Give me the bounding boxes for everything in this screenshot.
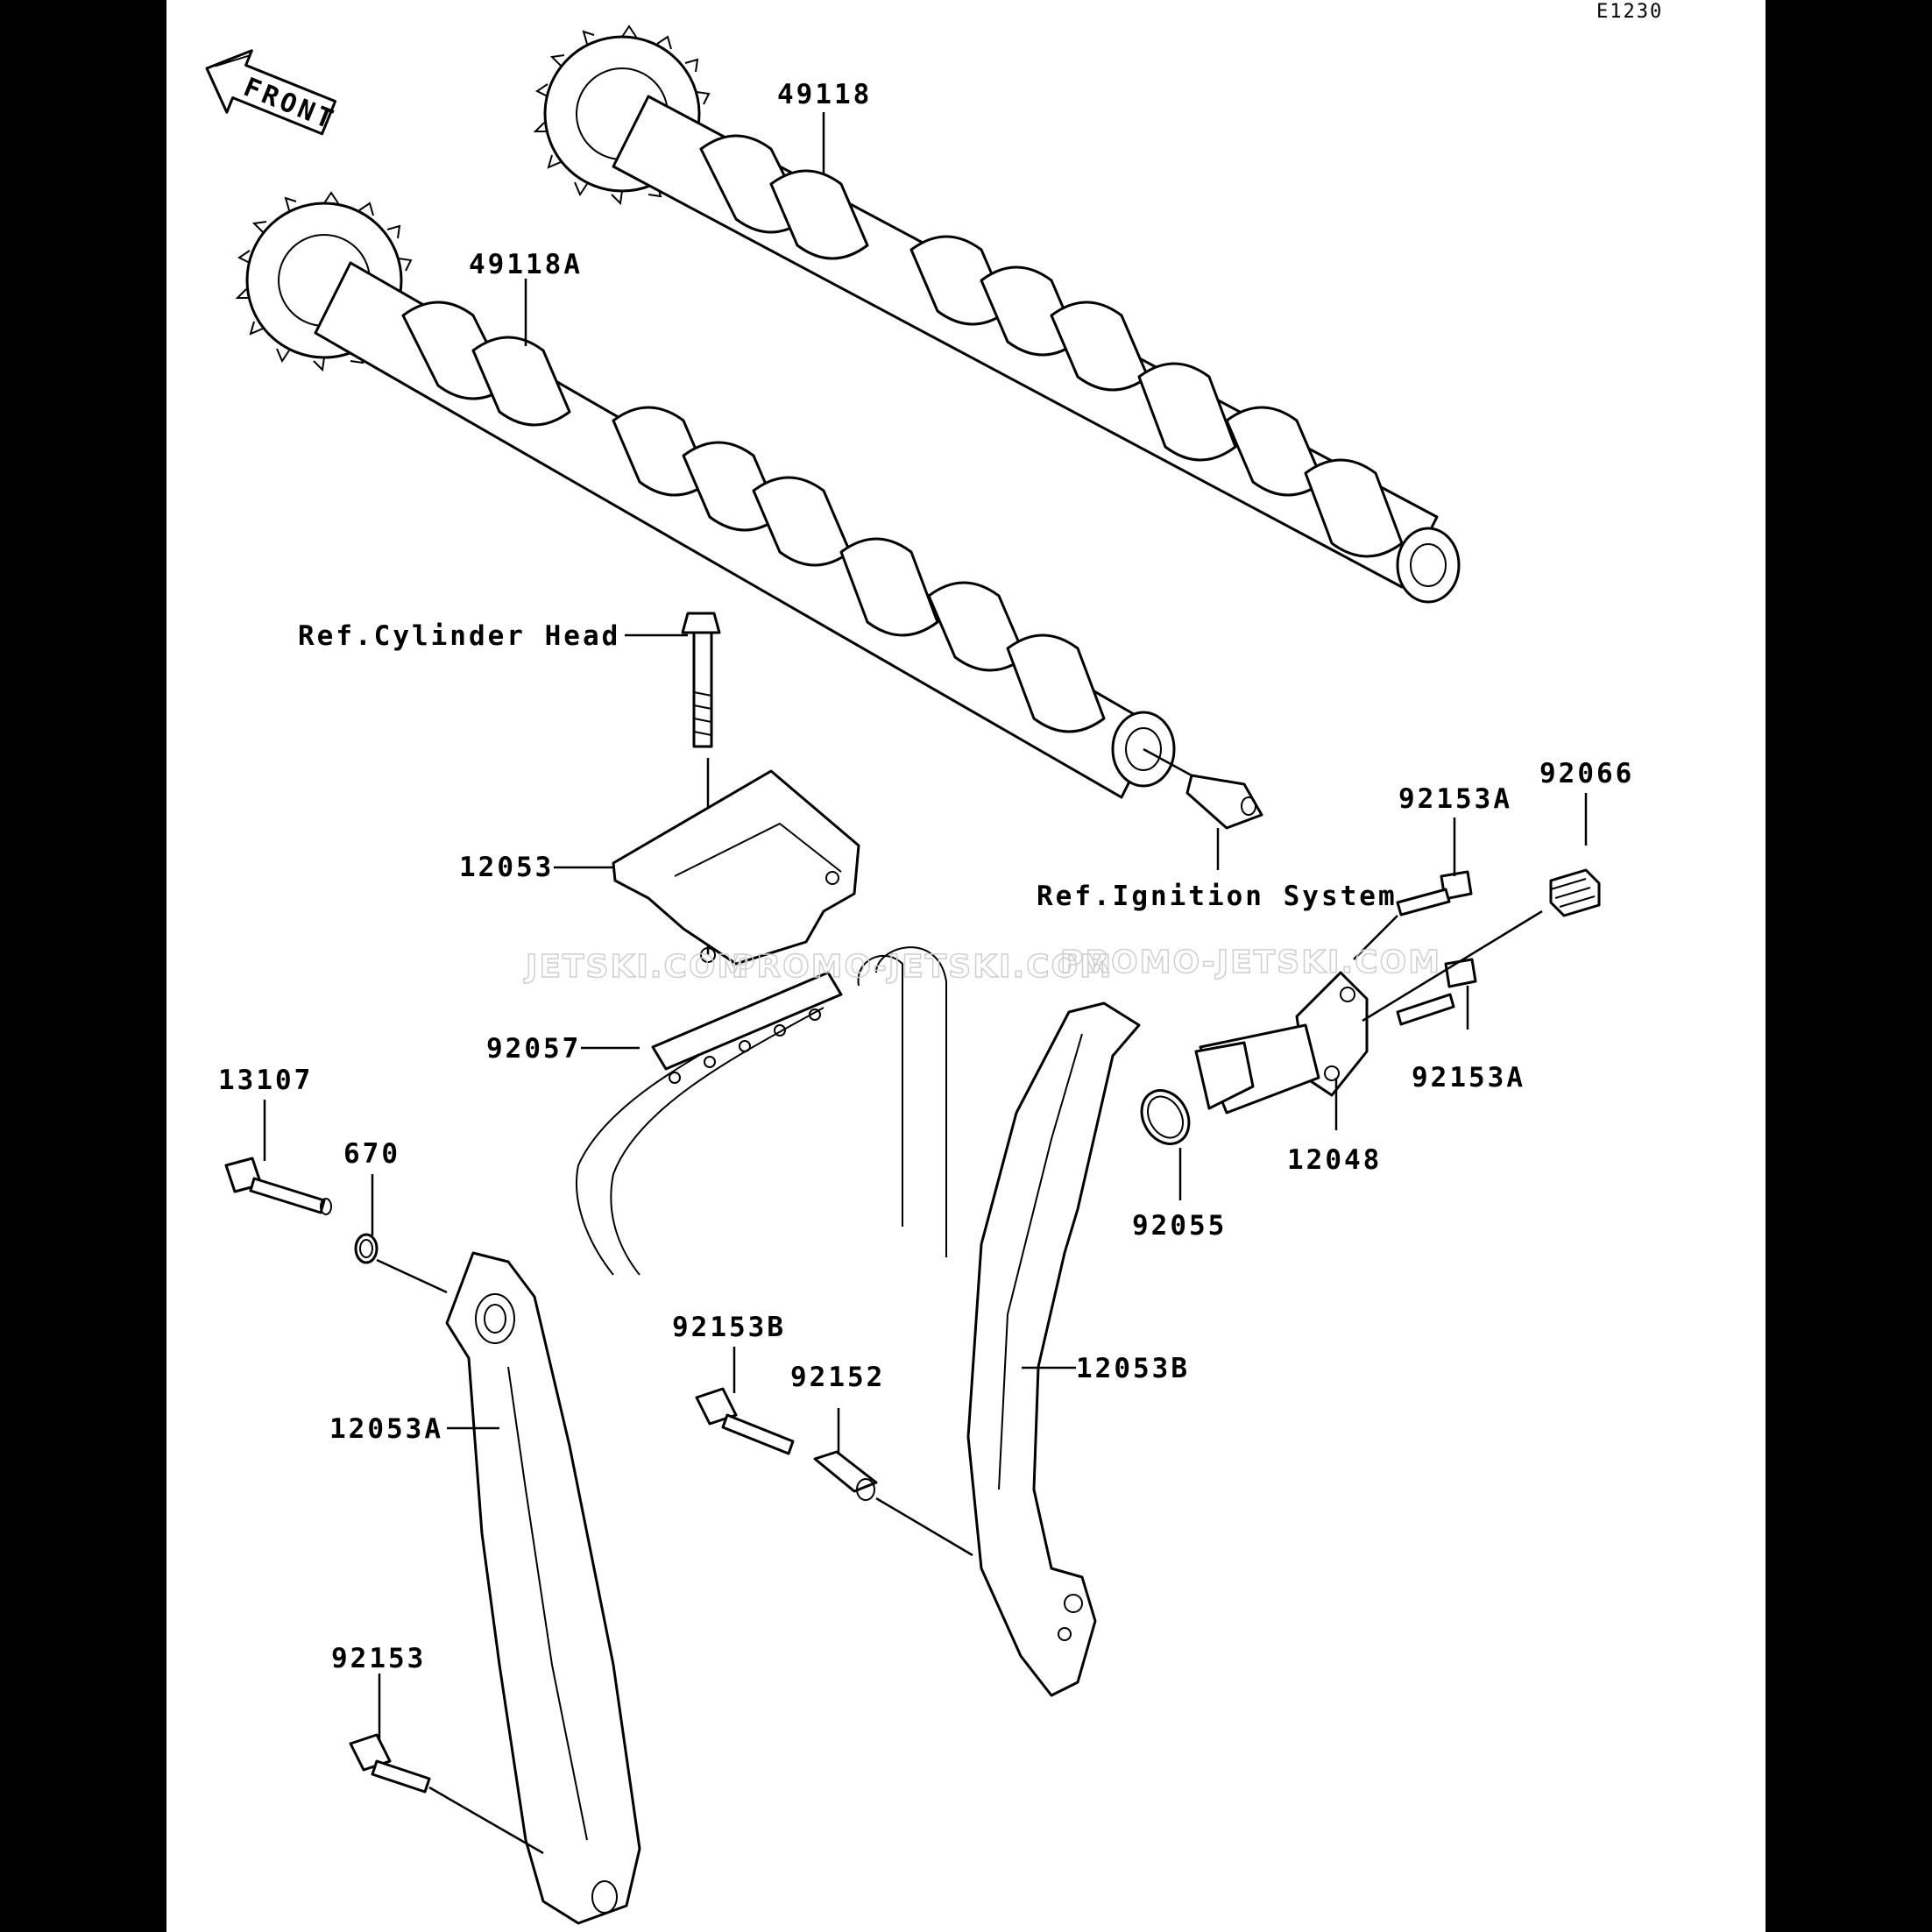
callout-12053A: 12053A bbox=[329, 1413, 443, 1445]
callout-92153A-top: 92153A bbox=[1398, 783, 1512, 815]
callout-92152: 92152 bbox=[790, 1362, 885, 1393]
ignition-rotor-part bbox=[1143, 747, 1263, 830]
callout-92066: 92066 bbox=[1539, 758, 1634, 789]
watermark-1: JETSKI.COM bbox=[523, 949, 750, 985]
callout-12053B: 12053B bbox=[1076, 1353, 1190, 1384]
leader-lines bbox=[263, 112, 1588, 1739]
callout-92057: 92057 bbox=[486, 1033, 581, 1065]
callout-92055: 92055 bbox=[1132, 1210, 1227, 1242]
timing-chain-92057 bbox=[576, 946, 947, 1276]
guide-bolt-92153 bbox=[349, 1733, 544, 1855]
camshaft-49118 bbox=[533, 25, 1461, 604]
chain-guide-12053A bbox=[445, 1251, 641, 1925]
callout-12053: 12053 bbox=[459, 852, 554, 883]
callout-ref-cylinder-head: Ref.Cylinder Head bbox=[298, 620, 620, 652]
chain-guide-12053 bbox=[612, 769, 860, 966]
callout-ref-ignition-system: Ref.Ignition System bbox=[1037, 881, 1398, 912]
front-arrow-icon: FRONT bbox=[205, 49, 340, 137]
watermark-2: PROMO-JETSKI.COM bbox=[732, 949, 1113, 985]
watermark-3: PROMO-JETSKI.COM bbox=[1060, 945, 1441, 980]
cap-bolt-92066 bbox=[1362, 868, 1601, 1023]
callout-49118A: 49118A bbox=[469, 249, 583, 280]
collar-92152 bbox=[813, 1450, 973, 1557]
callout-49118: 49118 bbox=[777, 79, 872, 110]
callout-670: 670 bbox=[343, 1138, 400, 1170]
callout-12048: 12048 bbox=[1287, 1144, 1382, 1176]
tensioner-bolt-upper bbox=[1353, 870, 1473, 960]
camshaft-49118A bbox=[235, 191, 1176, 799]
guide-bolt-92153B bbox=[695, 1387, 795, 1455]
callout-92153: 92153 bbox=[331, 1643, 426, 1674]
callout-92153A-bottom: 92153A bbox=[1412, 1062, 1525, 1093]
chain-guide-12053B bbox=[966, 1001, 1141, 1697]
callout-92153B: 92153B bbox=[672, 1312, 786, 1343]
tensioner-12048 bbox=[1194, 971, 1369, 1115]
o-ring-670 bbox=[354, 1233, 448, 1294]
diagram-code: E1230 bbox=[1596, 1, 1663, 23]
pivot-bolt-13107 bbox=[224, 1157, 332, 1215]
o-ring-92055 bbox=[1140, 1089, 1191, 1145]
cylinder-head-bolt bbox=[681, 612, 721, 955]
callout-13107: 13107 bbox=[218, 1065, 313, 1096]
